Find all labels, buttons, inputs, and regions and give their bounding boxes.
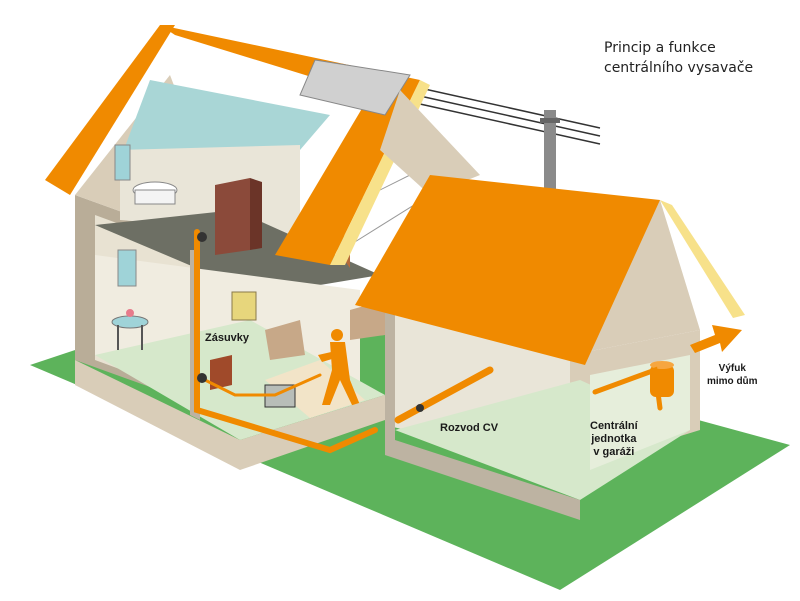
label-outlets: Zásuvky — [205, 332, 250, 344]
garage-roof-edge — [660, 200, 745, 318]
roof-window — [299, 59, 411, 116]
label-central-unit-line2: jednotka — [591, 433, 637, 445]
carpet — [265, 360, 365, 418]
main-roof-left — [45, 25, 175, 195]
cabinet — [210, 355, 232, 390]
round-table — [111, 309, 149, 350]
ground-window — [117, 249, 137, 287]
wardrobe — [215, 178, 250, 255]
inlet-upper — [197, 232, 207, 242]
label-piping: Rozvod CV — [440, 422, 499, 434]
label-central-unit-line3: v garáži — [593, 446, 635, 458]
power-line — [419, 87, 601, 200]
title-line-1: Princip a funkce — [604, 40, 716, 56]
label-central-unit: Centrální jednotka v garáži — [590, 420, 638, 459]
diagram-title: Princip a funkce centrálního vysavače — [604, 38, 753, 78]
inlet-lower — [197, 373, 207, 383]
bathtub — [132, 181, 178, 205]
title-line-2: centrálního vysavače — [604, 60, 754, 76]
garage-front-frame — [385, 310, 580, 520]
central-vacuum-unit — [650, 361, 674, 397]
side-gable — [380, 90, 480, 195]
label-exhaust-line2: mimo dům — [707, 376, 758, 387]
pipe-joint — [416, 404, 424, 412]
person-vacuuming — [318, 329, 360, 405]
garage-roof — [355, 175, 660, 365]
wall-picture — [231, 291, 257, 321]
attic-ceiling — [120, 80, 330, 160]
exhaust-arrow — [690, 325, 742, 353]
upper-window — [114, 144, 131, 181]
armchair — [265, 320, 305, 360]
label-exhaust: Výfuk mimo dům — [707, 362, 758, 388]
label-central-unit-line1: Centrální — [590, 420, 638, 432]
attic-floor — [95, 210, 380, 295]
vacuum-piping — [194, 229, 663, 454]
label-exhaust-line1: Výfuk — [718, 363, 746, 374]
